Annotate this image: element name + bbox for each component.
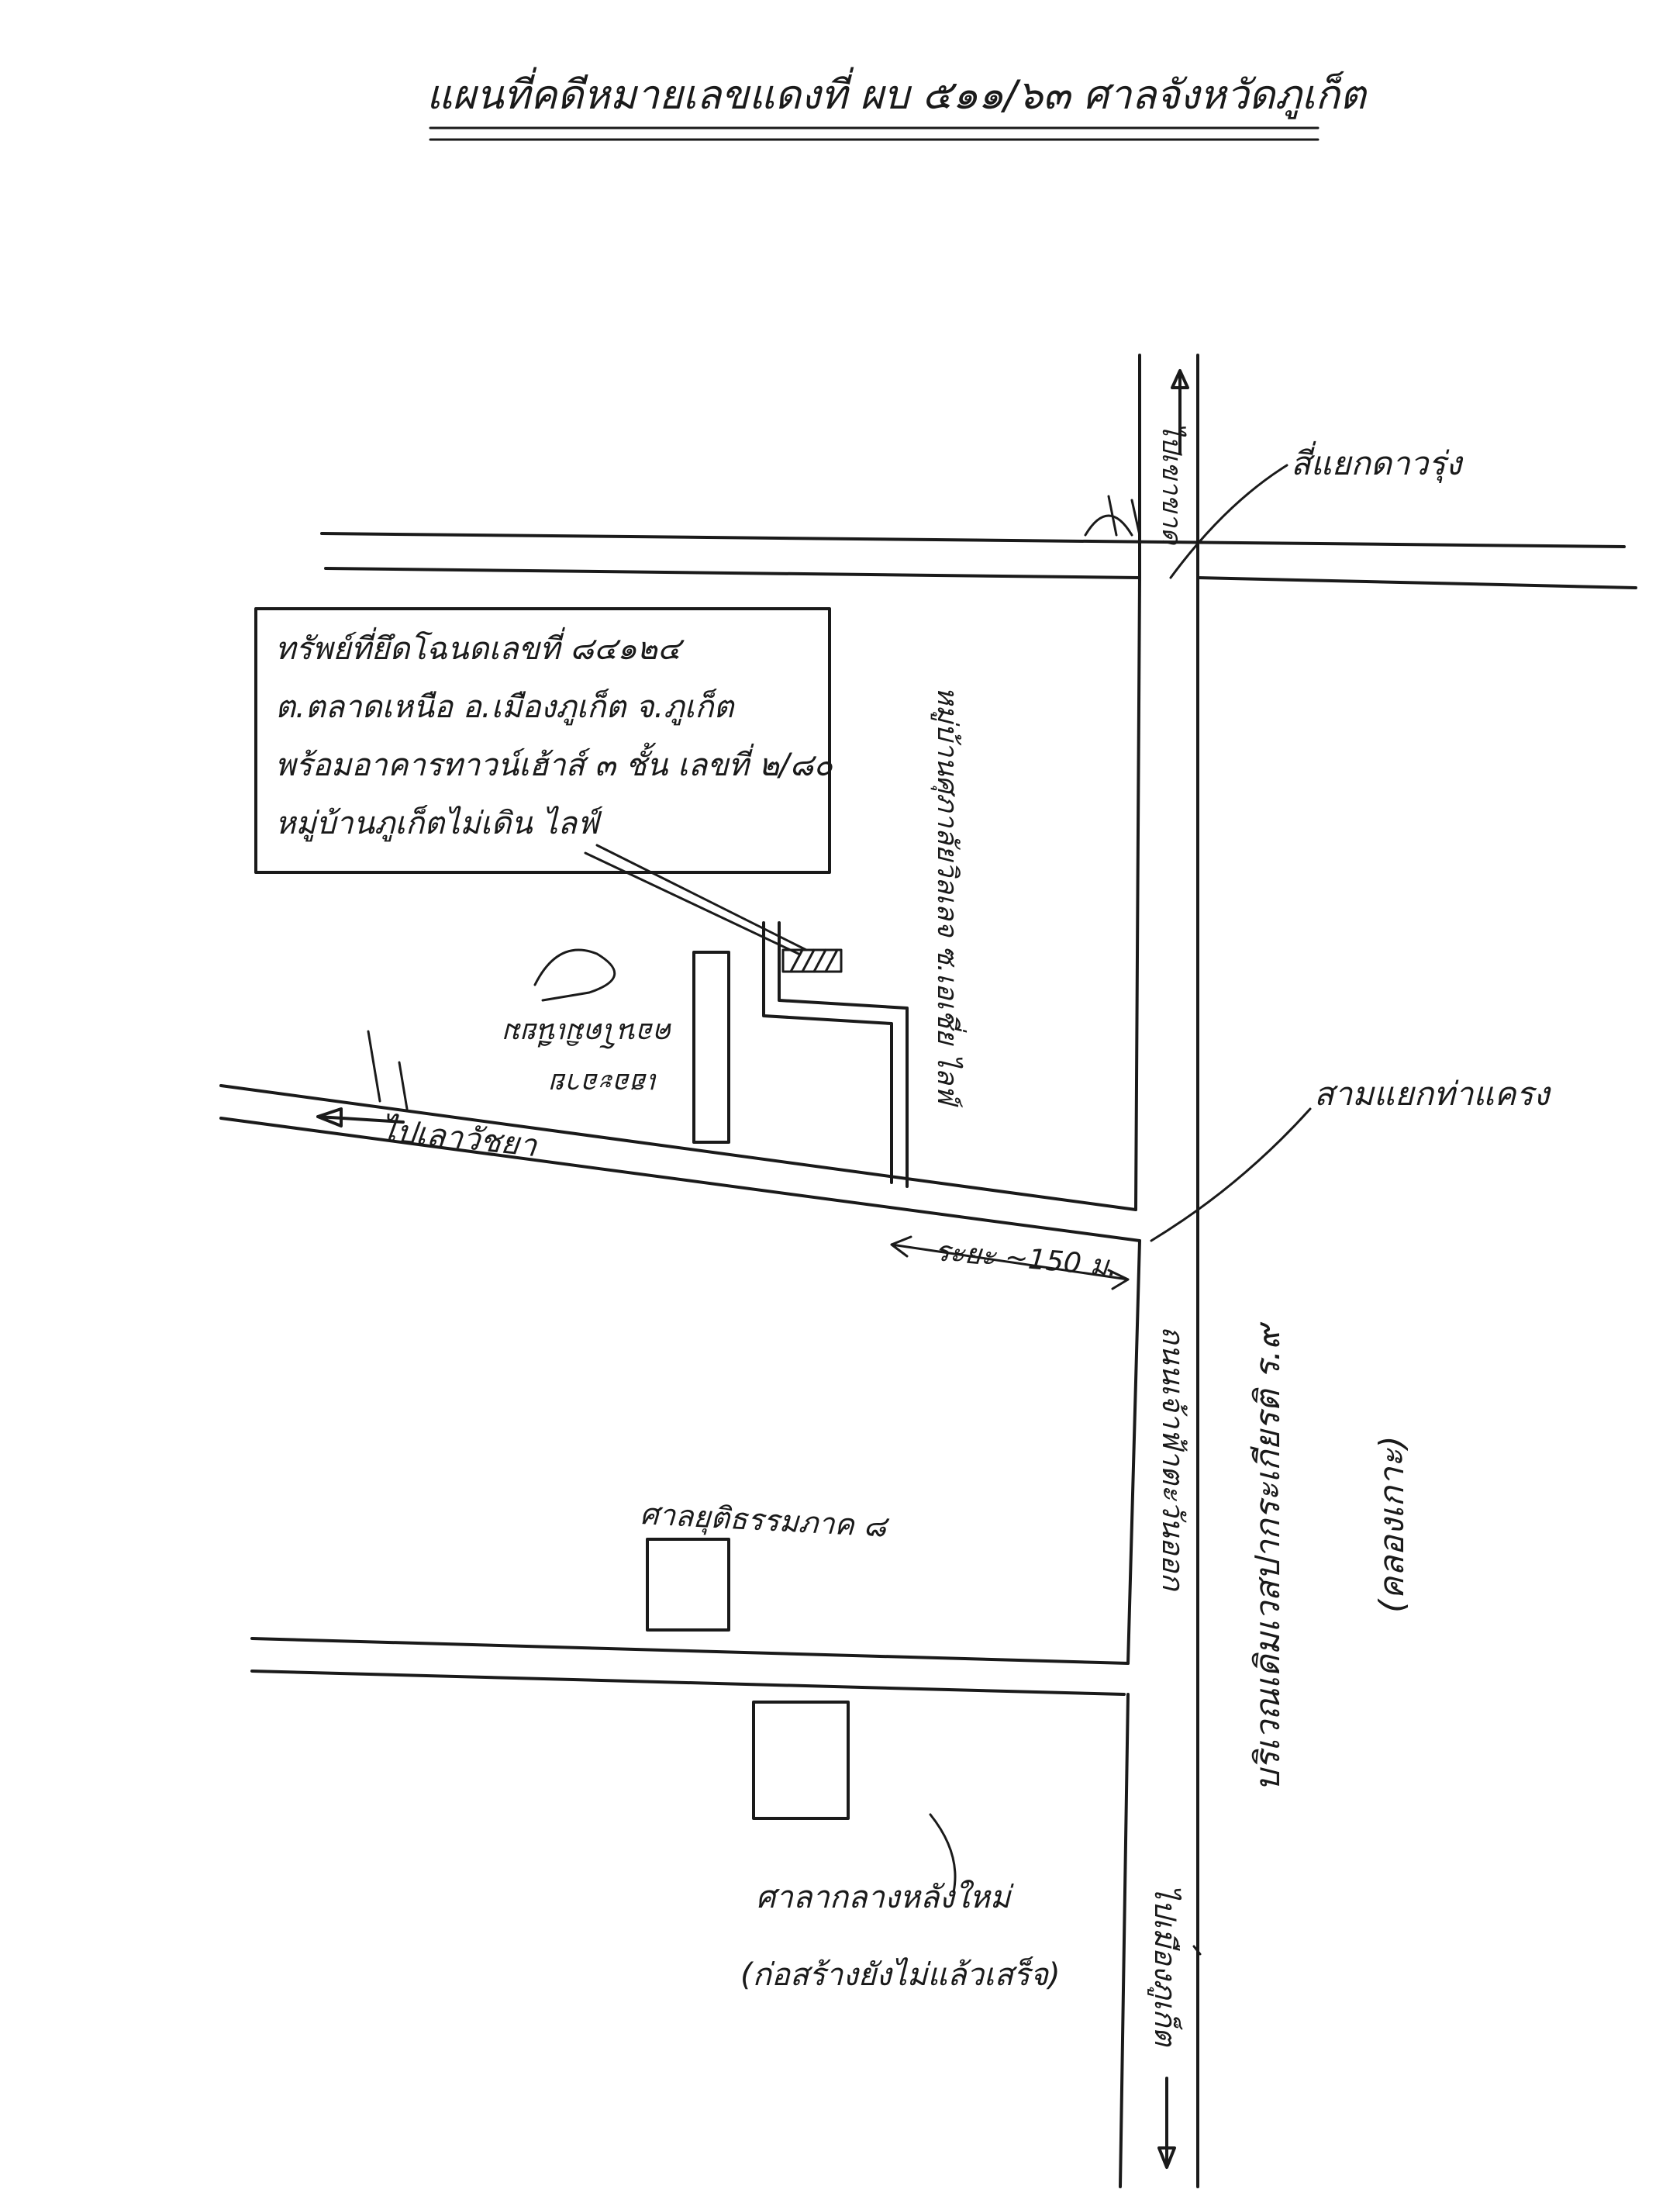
scribble-middle — [367, 1030, 409, 1110]
lower-road-upper-edge — [250, 1637, 1130, 1665]
property-location-marker — [781, 948, 843, 973]
property-line-4: หมู่บ้านภูเก็ตไม่เดิน ไลฟ์ — [275, 805, 603, 842]
property-line-1: ทรัพย์ที่ยึดโฉนดเลขที่ ๘๔๑๒๔ — [275, 627, 685, 667]
arrow-west-icon — [316, 1107, 405, 1127]
pointer-sam-yaek — [1150, 1107, 1312, 1242]
condominium-block — [692, 951, 730, 1144]
map-title: แผนที่คดีหมายเลขแดงที่ ผบ ๕๑๑/๖๓ ศาลจังห… — [426, 67, 1368, 119]
scribble-top-left — [1084, 495, 1141, 537]
top-road-lower-edge-east — [1196, 576, 1637, 589]
label-village-road: หมู่บ้านศุภาลัยวิลเลจ ซ.เอเชี่ย ไลฟ์ — [930, 686, 968, 1108]
village-lane-outer — [762, 921, 893, 1184]
village-lane-inner — [778, 921, 909, 1188]
label-new-court: ศาลากลางหลังใหม่ — [756, 1880, 1014, 1915]
label-area: บริเวณเดิมเวสปากระเกียรติ ร.๙ — [1248, 1321, 1288, 1791]
pointer-si-yaek — [1169, 464, 1288, 579]
label-condo-sub: เฮอะอาย — [550, 1067, 659, 1099]
tick-to-town — [1192, 1945, 1202, 1956]
label-condo: คอนโดมิเนียม — [503, 1017, 674, 1049]
main-road-west-edge-mid — [1134, 576, 1141, 1211]
property-info-box — [254, 607, 831, 874]
court-building — [646, 1538, 730, 1632]
label-si-yaek: สี่แยกดาวรุ่ง — [1291, 440, 1464, 483]
middle-road-upper-edge — [219, 1084, 1137, 1211]
label-to-lao: ไปเลาวัชยา — [379, 1112, 540, 1164]
main-road-west-edge-low2 — [1119, 1693, 1130, 2188]
property-pointer-1 — [584, 851, 800, 955]
label-court-family: ศาลยุติธรรมภาค ๘ — [639, 1497, 890, 1545]
new-hall-scribble — [929, 1813, 957, 1894]
label-distance: ระยะ ~150 ม. — [933, 1235, 1119, 1283]
arrow-north-icon — [1171, 369, 1189, 455]
property-line-3: พร้อมอาคารทาวน์เฮ้าส์ ๓ ชั้น เลขที่ ๒/๘๐ — [275, 742, 833, 783]
condo-scribble — [533, 948, 616, 1002]
top-road-lower-edge — [324, 567, 1141, 579]
property-line-2: ต.ตลาดเหนือ อ.เมืองภูเก็ต จ.ภูเก็ต — [275, 689, 735, 726]
lower-road-lower-edge — [250, 1670, 1126, 1696]
distance-arrow — [890, 1235, 1130, 1290]
property-pointer-2 — [595, 844, 808, 951]
arrow-south-icon — [1157, 2077, 1176, 2169]
main-road-west-edge-low1 — [1126, 1239, 1141, 1665]
label-road-main: ถนนเจ้าฟ้าตะวันออก — [1156, 1326, 1190, 1592]
label-new-court-sub: (ก่อสร้างยังไม่แล้วเสร็จ) — [740, 1956, 1061, 1993]
top-road-upper-edge — [320, 532, 1626, 548]
label-to-town: ไปเมืองภูเก็ต — [1147, 1884, 1183, 2048]
label-area-sub: (คลองเกาะ) — [1372, 1435, 1412, 1613]
label-khao-khad: ไปเขาขาด — [1156, 423, 1187, 546]
property-hatching — [789, 948, 839, 973]
label-sam-yaek: สามแยกท่าแครง — [1314, 1075, 1551, 1113]
new-city-hall-building — [752, 1701, 850, 1820]
middle-road-lower-edge — [219, 1117, 1141, 1242]
